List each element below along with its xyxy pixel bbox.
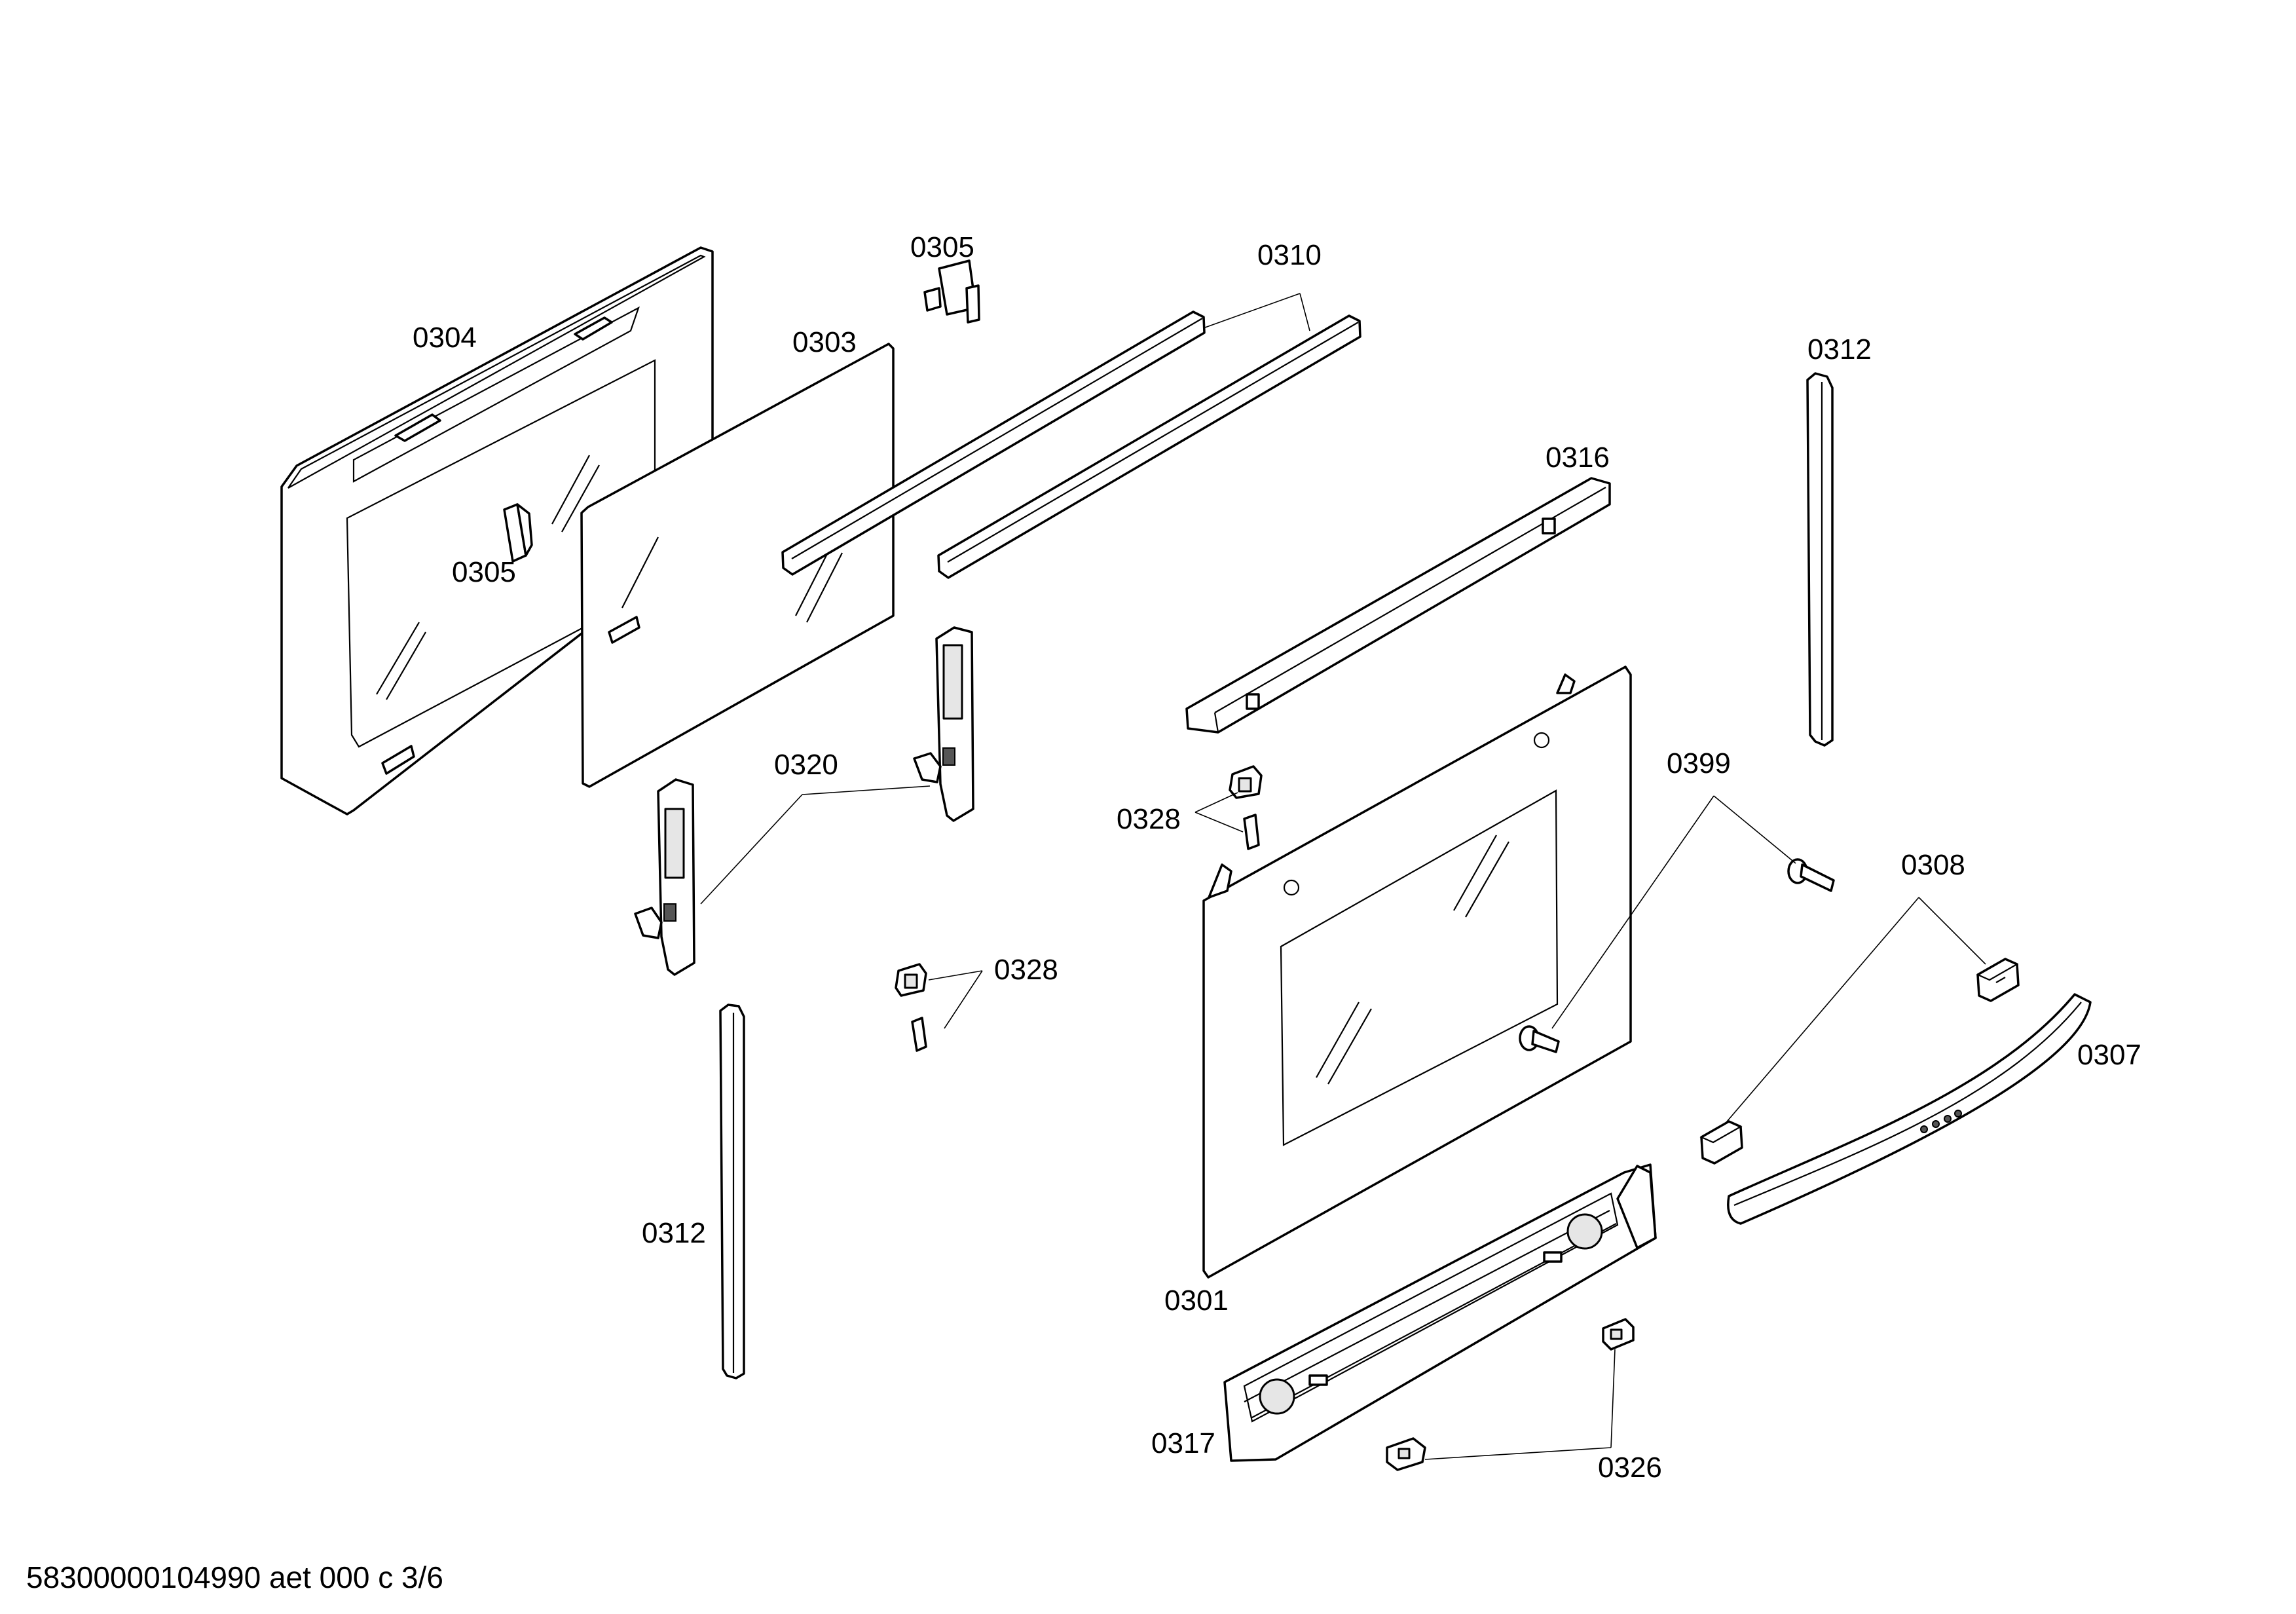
part-0316-trim-bar [1185, 477, 1611, 734]
part-0312-bar-left [719, 1004, 745, 1379]
part-0312-bar-right [1806, 372, 1834, 747]
label-0308: 0308 [1901, 849, 1965, 881]
label-0304: 0304 [413, 322, 477, 354]
label-0312-right: 0312 [1807, 333, 1872, 366]
part-0310-bar-left [781, 310, 1206, 576]
label-0303: 0303 [792, 326, 857, 358]
label-0316: 0316 [1546, 441, 1610, 474]
part-0310-bar-right [937, 314, 1361, 579]
part-0308-mount-right [1976, 958, 2020, 1002]
part-0328-clip-upper-a [1229, 765, 1263, 799]
label-0307: 0307 [2077, 1039, 2141, 1071]
part-0328-clip-mid-b [911, 1017, 927, 1052]
label-0328-upper: 0328 [1117, 803, 1181, 835]
part-0305-clip-top [923, 259, 980, 324]
part-0326-bracket-lower [1386, 1437, 1426, 1471]
label-0301: 0301 [1164, 1285, 1229, 1317]
part-0399-screw-right [1787, 858, 1835, 892]
part-0328-clip-mid-a [895, 963, 927, 997]
label-0310: 0310 [1257, 239, 1322, 271]
label-0326: 0326 [1598, 1452, 1662, 1484]
leader-lines [700, 293, 1986, 1460]
label-0317: 0317 [1151, 1427, 1215, 1459]
part-0303-glass-pane [580, 343, 895, 788]
part-0317-bottom-frame [1223, 1163, 1657, 1462]
part-0304-door-panel [280, 246, 714, 816]
part-0326-bracket-upper [1602, 1318, 1635, 1351]
document-id: 58300000104990 aet 000 c 3/6 [26, 1560, 443, 1594]
part-0301-front-door [1202, 666, 1632, 1279]
part-0307-handle [1727, 993, 2092, 1225]
label-0399: 0399 [1667, 747, 1731, 779]
part-0320-hinge-left [634, 778, 695, 976]
label-0328-mid: 0328 [994, 954, 1058, 986]
part-0328-clip-upper-b [1243, 814, 1260, 850]
part-0320-hinge-right [913, 626, 974, 822]
part-0305-clip-left [503, 503, 533, 563]
label-0305-top: 0305 [910, 231, 974, 263]
label-0312-left: 0312 [642, 1217, 706, 1249]
label-0320: 0320 [774, 749, 838, 781]
part-0308-mount-left [1699, 1120, 1743, 1165]
part-0399-screw-door [1519, 1025, 1560, 1053]
label-0305-left: 0305 [452, 556, 516, 588]
